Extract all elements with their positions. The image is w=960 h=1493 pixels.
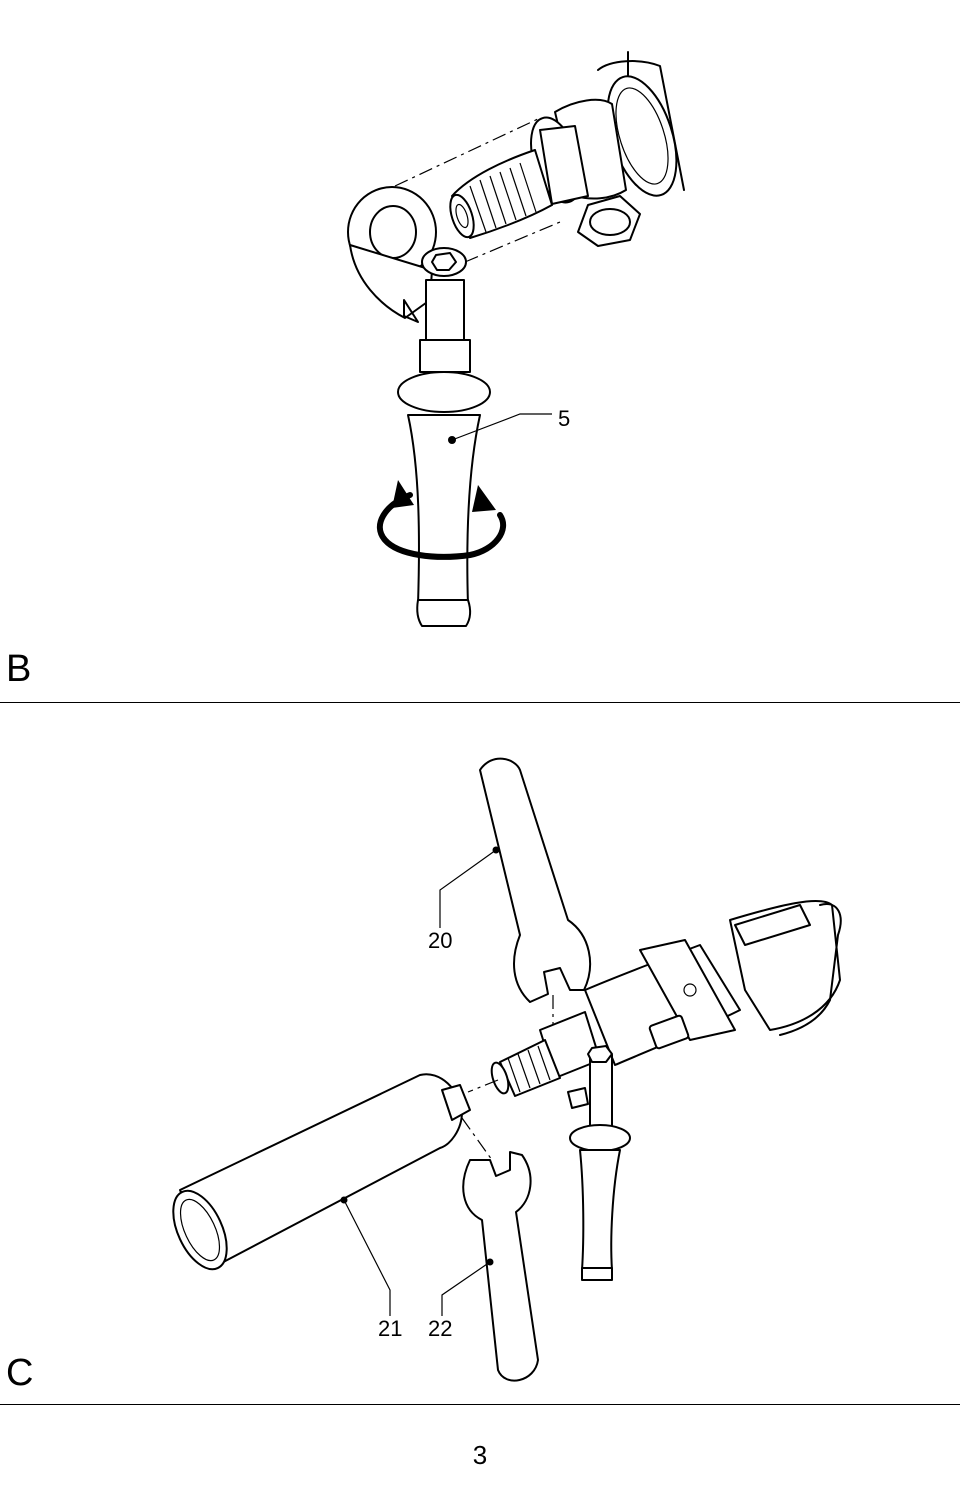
callout-20: 20 [428, 928, 453, 953]
figure-label-b: B [6, 648, 32, 690]
core-bit-drawing [172, 1073, 471, 1271]
side-handle-drawing [347, 186, 491, 627]
figure-label-c: C [6, 1352, 34, 1394]
drill-housing-drawing [449, 51, 685, 247]
side-handle-c-drawing [567, 1045, 631, 1281]
callout-5: 5 [558, 406, 571, 431]
page-number: 3 [472, 1440, 488, 1470]
figure-b: 5 B [0, 0, 960, 700]
divider-b [0, 702, 960, 703]
figure-b-illustration [347, 51, 685, 627]
callout-22: 22 [428, 1316, 453, 1341]
rotation-arrow-icon [377, 480, 507, 560]
figure-c-illustration [172, 757, 842, 1382]
divider-c [0, 1404, 960, 1405]
wrench-lower-drawing [462, 1151, 539, 1382]
figure-c: 20 21 22 C [0, 704, 960, 1404]
callout-21: 21 [378, 1316, 403, 1341]
wrench-upper-drawing [479, 757, 591, 1003]
core-drill-motor-drawing [490, 899, 842, 1097]
